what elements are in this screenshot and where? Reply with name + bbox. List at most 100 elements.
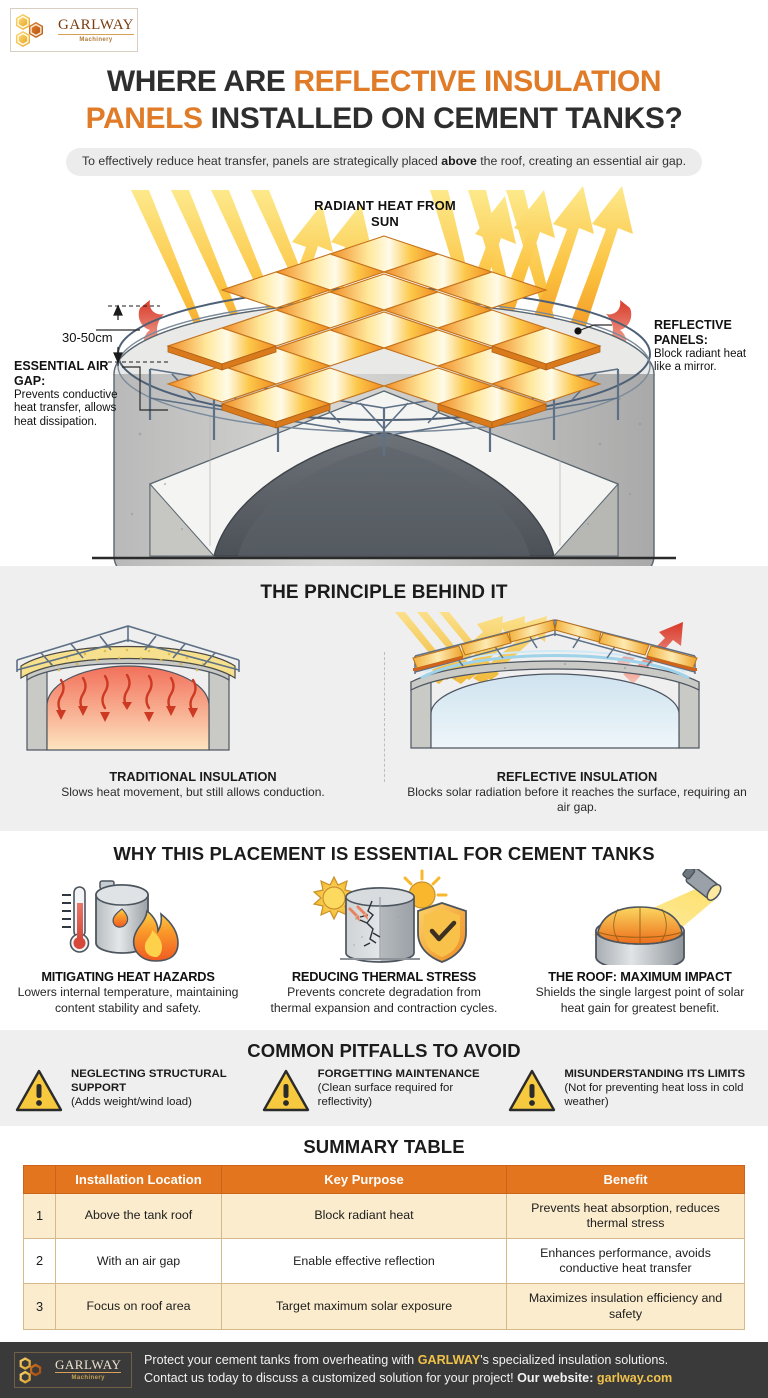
table-header-row: Installation Location Key Purpose Benefi…	[23, 1164, 745, 1194]
why-section: WHY THIS PLACEMENT IS ESSENTIAL FOR CEME…	[0, 831, 768, 1030]
subtitle-wrap: To effectively reduce heat transfer, pan…	[0, 148, 768, 177]
panel-callout-dot	[574, 327, 582, 335]
subtitle-banner: To effectively reduce heat transfer, pan…	[65, 148, 703, 177]
row-index-2: 2	[23, 1238, 56, 1285]
row-index-3: 3	[23, 1283, 56, 1330]
summary-section-title: SUMMARY TABLE	[303, 1135, 465, 1157]
pitfall-heading-3: MISUNDERSTANDING ITS LIMITS	[564, 1067, 746, 1080]
pitfall-text-3: MISUNDERSTANDING ITS LIMITS (Not for pre…	[564, 1068, 748, 1114]
footer-line-1: Protect your cement tanks from overheati…	[144, 1352, 672, 1369]
subtitle-before: To effectively reduce heat transfer, pan…	[81, 154, 442, 169]
why-heading-2: REDUCING THERMAL STRESS	[291, 969, 477, 985]
footer-brand-name: GARLWAY	[55, 1357, 122, 1373]
traditional-body: Slows heat movement, but still allows co…	[61, 785, 325, 800]
traditional-caption: TRADITIONAL INSULATION Slows heat moveme…	[1, 769, 385, 800]
air-gap-measure-label: 30-50cm	[62, 330, 113, 346]
essential-air-gap-callout: ESSENTIAL AIR GAP: Prevents conductive h…	[14, 359, 122, 429]
row-benefit-3: Maximizes insulation efficiency and safe…	[506, 1283, 745, 1330]
logo-bar: GARLWAY Machinery	[0, 0, 768, 58]
why-columns: MITIGATING HEAT HAZARDS Lowers internal …	[0, 869, 768, 1016]
row-purpose-1: Block radiant heat	[221, 1192, 507, 1240]
traditional-insulation-column: TRADITIONAL INSULATION Slows heat moveme…	[1, 610, 385, 815]
principle-divider	[384, 652, 385, 783]
footer-line-2: Contact us today to discuss a customized…	[144, 1370, 672, 1387]
why-item-roof-impact: THE ROOF: MAXIMUM IMPACT Shields the sin…	[512, 869, 768, 1016]
subtitle-emphasis: above	[441, 154, 477, 169]
principle-section: THE PRINCIPLE BEHIND IT	[0, 566, 768, 832]
table-row: 2 With an air gap Enable effective refle…	[23, 1238, 745, 1285]
reflective-panels-title: REFLECTIVE PANELS:	[654, 318, 732, 347]
footer-brand-logo[interactable]: GARLWAY Machinery	[14, 1351, 132, 1388]
reflective-panels-callout: REFLECTIVE PANELS: Block radiant heat li…	[654, 318, 766, 375]
row-benefit-1: Prevents heat absorption, reduces therma…	[506, 1192, 745, 1240]
pitfall-body-2: (Clean surface required for reflectivity…	[317, 1081, 454, 1108]
thermometer	[61, 886, 90, 953]
summary-table: Installation Location Key Purpose Benefi…	[23, 1164, 745, 1330]
shield-check	[417, 902, 467, 964]
table-row: 1 Above the tank roof Block radiant heat…	[23, 1192, 745, 1240]
reflective-insulation-column: REFLECTIVE INSULATION Blocks solar radia…	[385, 610, 768, 815]
title-segment-2: INSTALLED ON CEMENT TANKS?	[202, 101, 683, 135]
why-heading-1: MITIGATING HEAT HAZARDS	[41, 969, 215, 985]
reflective-panel-grid	[166, 235, 602, 429]
col-header-purpose: Key Purpose	[221, 1164, 507, 1194]
why-body-3: Shields the single largest point of sola…	[535, 985, 745, 1015]
air-gap-dimension	[108, 304, 168, 364]
pitfall-text-1: NEGLECTING STRUCTURAL SUPPORT (Adds weig…	[71, 1068, 255, 1114]
table-row: 3 Focus on roof area Target maximum sola…	[23, 1283, 745, 1330]
pitfall-item-maintenance: FORGETTING MAINTENANCE (Clean surface re…	[261, 1068, 508, 1114]
pitfall-body-3: (Not for preventing heat loss in cold we…	[564, 1081, 744, 1108]
pitfalls-section-title: COMMON PITFALLS TO AVOID	[247, 1039, 521, 1061]
spotlight-lamp	[682, 869, 722, 902]
brand-underline	[58, 33, 135, 35]
pitfalls-columns: NEGLECTING STRUCTURAL SUPPORT (Adds weig…	[0, 1068, 768, 1114]
pitfall-item-structural: NEGLECTING STRUCTURAL SUPPORT (Adds weig…	[14, 1068, 261, 1114]
footer-website-link[interactable]: garlway.com	[596, 1370, 673, 1385]
hexagon-logo-icon	[14, 10, 54, 50]
reflective-slats	[412, 619, 698, 669]
col-header-index	[23, 1164, 56, 1194]
pitfall-heading-2: FORGETTING MAINTENANCE	[317, 1067, 480, 1080]
brand-name: GARLWAY	[58, 16, 135, 33]
pitfall-body-1: (Adds weight/wind load)	[71, 1095, 192, 1108]
why-body-2: Prevents concrete degradation from therm…	[270, 985, 498, 1015]
row-benefit-2: Enhances performance, avoids conductive …	[506, 1238, 745, 1285]
footer-message: Protect your cement tanks from overheati…	[144, 1352, 672, 1387]
reflective-insulation-illustration	[395, 612, 700, 749]
footer-bar: GARLWAY Machinery Protect your cement ta…	[0, 1341, 768, 1398]
why-body-1: Lowers internal temperature, maintaining…	[17, 985, 239, 1015]
pitfalls-section: COMMON PITFALLS TO AVOID NEGLECTING STRU…	[0, 1029, 768, 1126]
traditional-insulation-illustration	[16, 625, 240, 751]
footer-brand-wordmark: GARLWAY Machinery	[55, 1357, 122, 1382]
row-index-1: 1	[23, 1192, 56, 1240]
principle-columns: TRADITIONAL INSULATION Slows heat moveme…	[0, 610, 768, 815]
brand-logo[interactable]: GARLWAY Machinery	[10, 8, 138, 52]
footer-line1-before: Protect your cement tanks from overheati…	[144, 1353, 418, 1368]
title-highlight-2: PANELS	[85, 101, 203, 135]
hexagon-logo-icon	[19, 1356, 42, 1384]
spotlight-on-tank-roof-icon	[524, 869, 756, 966]
footer-line2-before: Contact us today to discuss a customized…	[144, 1370, 518, 1385]
subtitle-after: the roof, creating an essential air gap.	[476, 154, 687, 169]
brand-wordmark: GARLWAY Machinery	[58, 16, 135, 43]
brand-tagline: Machinery	[79, 36, 113, 43]
title-highlight-1: REFLECTIVE INSULATION	[293, 65, 662, 98]
footer-website-label: Our website:	[517, 1370, 597, 1385]
tank-cylinder	[595, 906, 685, 966]
footer-brand-tagline: Machinery	[71, 1375, 105, 1382]
row-purpose-3: Target maximum solar exposure	[221, 1283, 507, 1330]
warning-triangle-icon	[262, 1069, 309, 1112]
thermometer-tank-flame-icon	[12, 869, 244, 965]
footer-brand-highlight: GARLWAY	[417, 1353, 481, 1368]
pitfall-text-2: FORGETTING MAINTENANCE (Clean surface re…	[318, 1068, 502, 1114]
warning-triangle-icon	[15, 1069, 63, 1112]
warning-triangle-icon	[509, 1069, 556, 1112]
why-heading-3: THE ROOF: MAXIMUM IMPACT	[548, 969, 732, 985]
cracked-tank	[339, 887, 420, 964]
page-title: WHERE ARE REFLECTIVE INSULATION PANELS IN…	[0, 64, 768, 137]
heat-arrows-small	[347, 905, 368, 923]
why-section-title: WHY THIS PLACEMENT IS ESSENTIAL FOR CEME…	[113, 843, 655, 865]
title-segment-1: WHERE ARE	[106, 65, 294, 98]
reflective-caption: REFLECTIVE INSULATION Blocks solar radia…	[385, 769, 768, 815]
